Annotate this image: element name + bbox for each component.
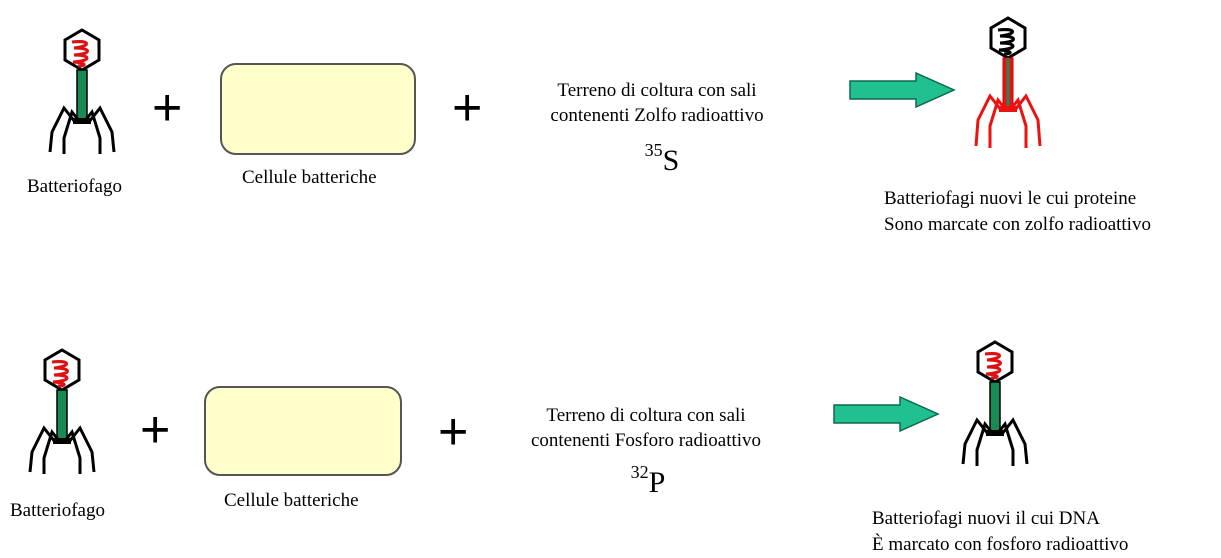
cell-label: Cellule batteriche: [242, 167, 377, 188]
arrow-icon: [849, 71, 956, 109]
medium-line-2: contenenti Fosforo radioattivo: [530, 430, 762, 451]
isotope-symbol: S: [662, 144, 680, 177]
phage-label: Batteriofago: [27, 176, 122, 197]
plus-sign: +: [152, 79, 183, 137]
result-line-1: Batteriofagi nuovi il cui DNA: [872, 508, 1100, 529]
isotope-label: 35S: [612, 140, 712, 178]
isotope-symbol: P: [648, 466, 666, 499]
isotope-label: 32P: [598, 462, 698, 500]
culture-medium-text: Terreno di coltura con sali contenenti F…: [498, 403, 794, 453]
medium-line-1: Terreno di coltura con sali: [546, 405, 746, 426]
result-line-2: È marcato con fosforo radioattivo: [872, 534, 1129, 555]
isotope-mass-number: 35: [644, 140, 663, 160]
labeled-protein-phage-icon: [974, 16, 1042, 148]
result-line-2: Sono marcate con zolfo radioattivo: [884, 214, 1151, 235]
bacterial-cell-box: [220, 63, 416, 155]
labeled-dna-phage-icon: [961, 340, 1029, 466]
phage-icon: [48, 28, 116, 154]
culture-medium-text: Terreno di coltura con sali contenenti Z…: [512, 78, 802, 128]
medium-line-2: contenenti Zolfo radioattivo: [550, 105, 764, 126]
result-line-1: Batteriofagi nuovi le cui proteine: [884, 188, 1137, 209]
isotope-mass-number: 32: [630, 462, 649, 482]
phage-icon: [28, 348, 96, 474]
bacterial-cell-box: [204, 386, 402, 476]
medium-line-1: Terreno di coltura con sali: [557, 80, 757, 101]
phage-label: Batteriofago: [10, 500, 105, 521]
plus-sign: +: [438, 403, 469, 461]
arrow-icon: [833, 395, 940, 433]
result-text: Batteriofagi nuovi il cui DNA È marcato …: [872, 506, 1128, 558]
cell-label: Cellule batteriche: [224, 490, 359, 511]
plus-sign: +: [140, 401, 171, 459]
result-text: Batteriofagi nuovi le cui proteine Sono …: [884, 186, 1151, 238]
plus-sign: +: [452, 79, 483, 137]
